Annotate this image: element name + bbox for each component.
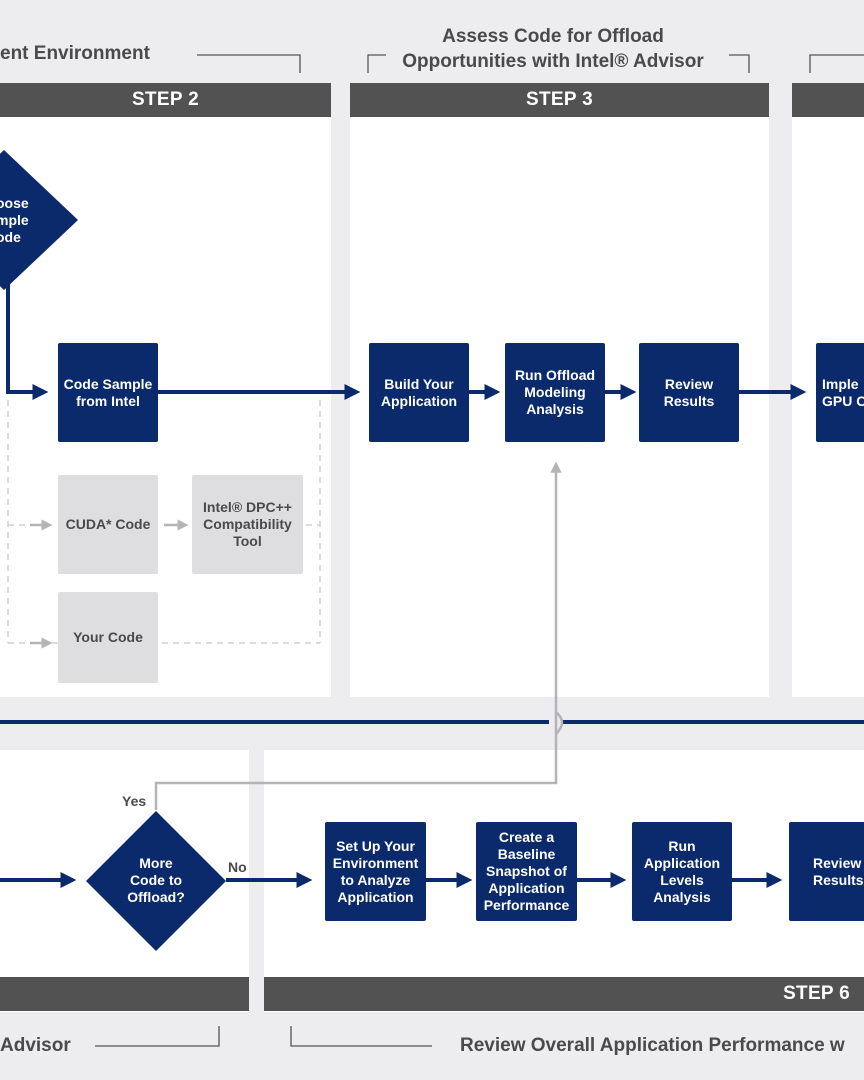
yes-label: Yes	[122, 793, 147, 809]
bottom-right-heading: Review Overall Application Performance w	[460, 1035, 845, 1056]
step2-heading: ent Environment	[0, 43, 150, 64]
choose-sample-diamond	[0, 150, 78, 290]
more-code-diamond	[86, 811, 226, 951]
build-your-application-box: Build Your Application	[369, 343, 469, 442]
step2-header: STEP 2	[0, 83, 331, 117]
create-baseline-box: Create a Baseline Snapshot of Applicatio…	[476, 822, 577, 921]
step3-header: STEP 3	[350, 83, 769, 117]
cuda-code-box: CUDA* Code	[58, 475, 158, 574]
review-results-bottom-box: Review Results	[789, 822, 864, 921]
choose-sample-label: oose mple ode	[0, 195, 29, 245]
step6-header: STEP 6	[264, 977, 864, 1011]
run-application-levels-box: Run Application Levels Analysis	[632, 822, 732, 921]
code-sample-from-intel-box: Code Sample from Intel	[58, 343, 158, 442]
grey-arrows	[30, 461, 562, 810]
set-up-environment-box: Set Up Your Environment to Analyze Appli…	[325, 822, 426, 921]
your-code-dashed-region	[7, 400, 321, 644]
step5-header	[0, 977, 249, 1011]
wire-crossing-hop	[555, 711, 564, 735]
dpcpp-compatibility-tool-box: Intel® DPC++ Compatibility Tool	[192, 475, 303, 574]
review-results-top-box: Review Results	[639, 343, 739, 442]
no-label: No	[228, 859, 247, 875]
more-code-label: More Code to Offload?	[127, 855, 185, 905]
run-offload-modeling-box: Run Offload Modeling Analysis	[505, 343, 605, 442]
step4-header	[792, 83, 864, 117]
navy-flow	[0, 282, 864, 888]
implement-gpu-code-box: Imple GPU C	[816, 343, 864, 442]
bottom-left-heading: Advisor	[0, 1035, 71, 1056]
heading-brackets	[95, 54, 864, 1047]
your-code-box: Your Code	[58, 592, 158, 683]
step3-heading: Assess Code for Offload Opportunities wi…	[402, 26, 704, 72]
